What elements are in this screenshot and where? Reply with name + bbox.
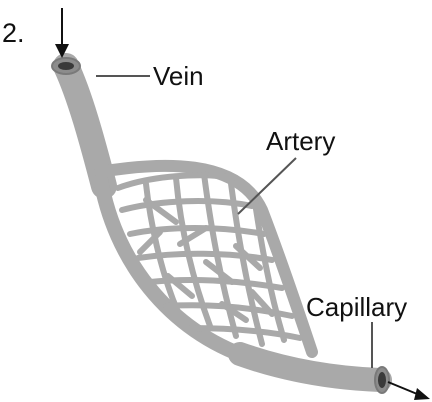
inlet-lumen bbox=[58, 62, 74, 70]
question-number: 2. bbox=[2, 18, 25, 48]
capillary-label: Capillary bbox=[306, 292, 407, 322]
vessel-outlet bbox=[240, 354, 380, 380]
outlet-lumen bbox=[378, 372, 386, 388]
outflow-arrow bbox=[388, 382, 430, 400]
inflow-arrow bbox=[55, 8, 69, 58]
vessel-network bbox=[66, 66, 380, 380]
artery-label: Artery bbox=[266, 126, 335, 156]
vein-label: Vein bbox=[153, 61, 204, 91]
capillary-mesh bbox=[118, 174, 300, 344]
